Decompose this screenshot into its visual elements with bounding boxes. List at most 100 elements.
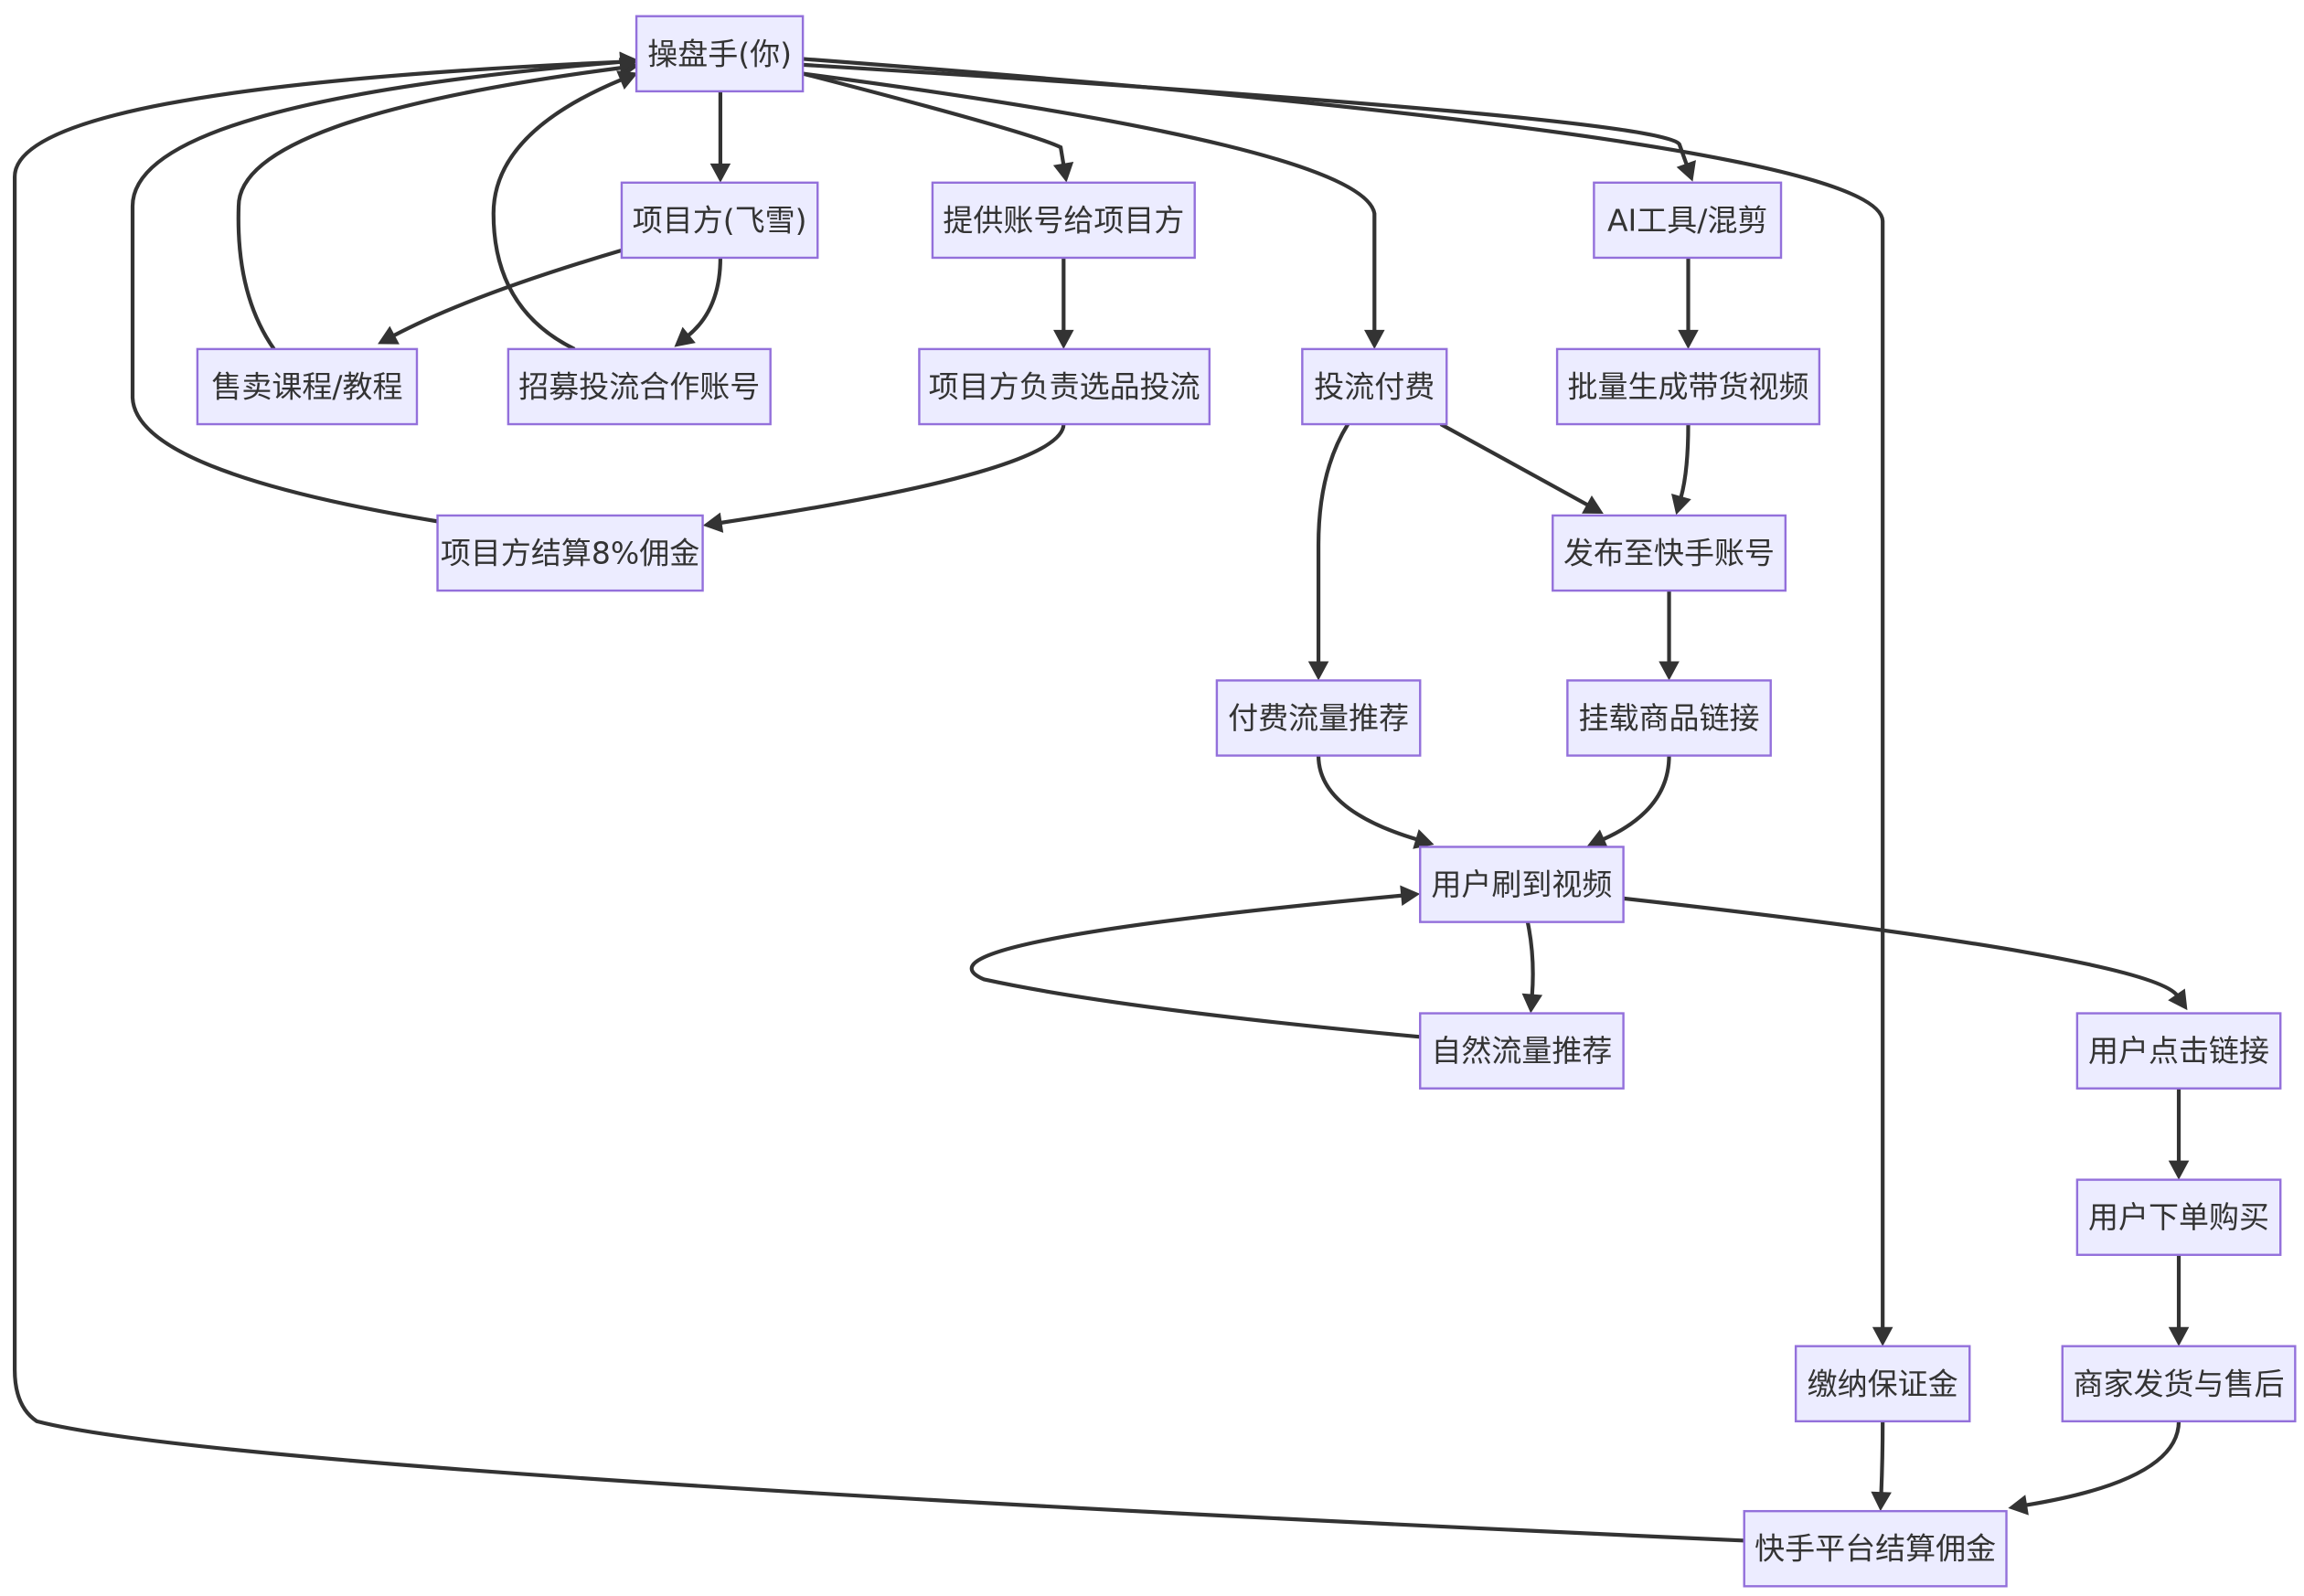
edge-merchant_ship-to-ks_settle <box>2008 1420 2181 1516</box>
edge-deposit-to-ks_settle <box>1871 1420 1892 1512</box>
edge-line <box>720 423 1066 526</box>
node-box <box>1555 347 1821 426</box>
node-box <box>1419 846 1625 923</box>
arrow-head-icon <box>1872 1326 1893 1346</box>
node-label: 发布至快手账号 <box>1563 536 1775 571</box>
node-label: 投流付费 <box>1314 368 1435 404</box>
node-attach-link: 挂载商品链接 <box>1566 679 1772 757</box>
node-label: 项目方(飞雪) <box>633 202 807 238</box>
node-paid-traffic: 付费流量推荐 <box>1215 679 1422 757</box>
arrow-head-icon <box>1659 661 1680 681</box>
arrow-head-icon <box>2008 1495 2029 1516</box>
node-box <box>1566 679 1772 757</box>
edge-line <box>969 893 1421 1039</box>
node-recruit-accounts: 招募投流合作账号 <box>507 347 772 426</box>
edge-user_clicks-to-user_orders <box>2168 1088 2190 1180</box>
node-label: 批量生成带货视频 <box>1568 368 1809 404</box>
edge-line <box>802 71 1377 332</box>
arrow-head-icon <box>1364 329 1385 349</box>
node-label: 操盘手(你) <box>647 36 792 71</box>
node-ks-settle: 快手平台结算佣金 <box>1743 1509 2008 1588</box>
edge-line <box>392 248 623 338</box>
node-natural-traffic: 自然流量推荐 <box>1419 1012 1625 1090</box>
node-label: 项目方负责选品投流 <box>929 368 1200 404</box>
node-label: 售卖课程/教程 <box>211 368 402 404</box>
edge-line <box>1679 424 1691 499</box>
edge-project_party-to-recruit_accounts <box>674 257 722 347</box>
node-user-orders: 用户下单购买 <box>2075 1178 2282 1256</box>
arrow-head-icon <box>1678 329 1699 349</box>
node-provide-account: 提供账号给项目方 <box>931 181 1196 260</box>
node-paid-promo: 投流付费 <box>1301 347 1448 426</box>
node-box <box>436 514 704 592</box>
edge-line <box>491 78 623 351</box>
arrow-head-icon <box>674 326 696 347</box>
node-user-sees: 用户刷到视频 <box>1419 846 1625 923</box>
node-box <box>1743 1509 2008 1588</box>
edge-project_selects-to-commission_8 <box>702 423 1066 533</box>
edge-paid_promo-to-publish_ks <box>1439 422 1604 514</box>
edge-trader-to-provide_account <box>802 71 1074 183</box>
node-box <box>1552 514 1787 592</box>
arrow-head-icon <box>1307 661 1329 681</box>
edge-line <box>236 66 623 351</box>
edge-line <box>687 257 722 337</box>
node-label: 项目方结算8%佣金 <box>441 536 699 571</box>
node-box <box>635 15 805 93</box>
edge-line <box>1602 755 1671 842</box>
edge-provide_account-to-project_selects <box>1053 257 1074 349</box>
node-box <box>1794 1345 1971 1423</box>
edge-trader-to-ai_tools <box>803 62 1696 182</box>
edge-trader-to-deposit <box>802 57 1893 1346</box>
arrow-head-icon <box>2168 988 2188 1011</box>
edge-project_party-to-sell_courses <box>378 248 623 345</box>
edge-user_orders-to-merchant_ship <box>2168 1254 2190 1346</box>
edge-line <box>802 57 1885 1329</box>
node-box <box>918 347 1211 426</box>
node-deposit: 缴纳保证金 <box>1794 1345 1971 1423</box>
arrow-head-icon <box>616 70 638 90</box>
node-box <box>1419 1012 1625 1090</box>
edge-line <box>13 59 1744 1543</box>
edges-layer <box>13 51 2190 1543</box>
edge-natural_traffic-to-user_sees <box>969 885 1421 1039</box>
edge-line <box>803 62 1689 166</box>
arrow-head-icon <box>1413 829 1435 849</box>
node-box <box>2061 1345 2297 1423</box>
edge-line <box>1623 896 2180 997</box>
edge-trader-to-project_party <box>709 90 731 183</box>
arrow-head-icon <box>1676 160 1696 182</box>
node-label: AI工具/混剪 <box>1607 202 1767 238</box>
arrow-head-icon <box>702 512 724 533</box>
node-ai-tools: AI工具/混剪 <box>1593 181 1783 260</box>
node-box <box>196 347 419 426</box>
edge-line <box>2025 1420 2181 1507</box>
arrow-head-icon <box>1400 885 1421 907</box>
edge-line <box>1879 1420 1885 1494</box>
node-project-selects: 项目方负责选品投流 <box>918 347 1211 426</box>
node-label: 挂载商品链接 <box>1579 700 1760 736</box>
node-label: 用户下单购买 <box>2088 1199 2269 1235</box>
edge-ai_tools-to-batch_videos <box>1678 257 1699 349</box>
arrow-head-icon <box>1521 993 1543 1014</box>
node-batch-videos: 批量生成带货视频 <box>1555 347 1821 426</box>
arrow-head-icon <box>1871 1491 1892 1512</box>
arrow-head-icon <box>619 51 640 73</box>
node-project-party: 项目方(飞雪) <box>620 181 819 260</box>
edge-line <box>1439 422 1589 507</box>
edge-batch_videos-to-publish_ks <box>1671 424 1691 516</box>
edge-line <box>1316 422 1350 664</box>
edge-trader-to-paid_promo <box>802 71 1385 349</box>
node-box <box>1301 347 1448 426</box>
edge-publish_ks-to-attach_link <box>1659 591 1680 681</box>
node-trader: 操盘手(你) <box>635 15 805 93</box>
node-merchant-ship: 商家发货与售后 <box>2061 1345 2297 1423</box>
edge-ks_settle-to-trader <box>13 51 1744 1543</box>
edge-commission_8-to-trader <box>130 51 640 524</box>
node-box <box>1593 181 1783 260</box>
arrow-head-icon <box>2168 1326 2190 1346</box>
edge-paid_promo-to-paid_traffic <box>1307 422 1350 681</box>
